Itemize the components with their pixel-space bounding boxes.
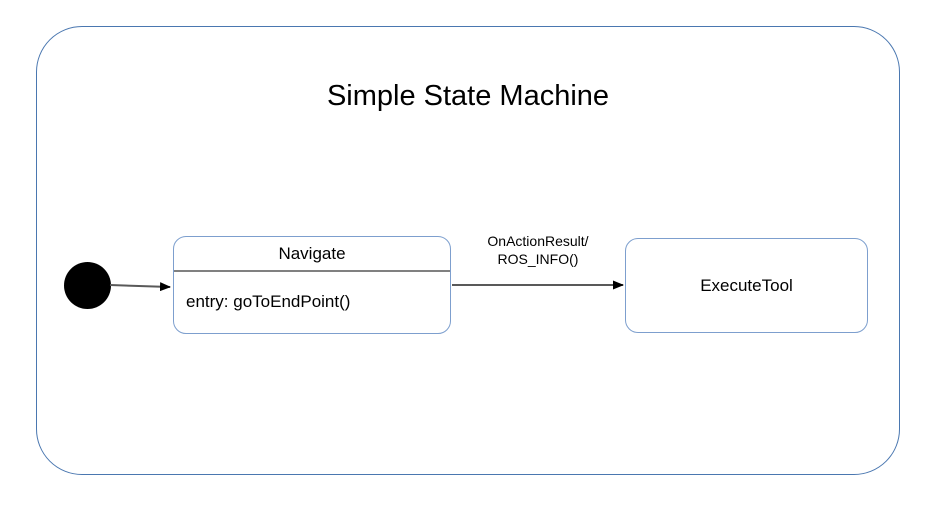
state-navigate-title: Navigate <box>278 244 346 263</box>
state-executetool-title: ExecuteTool <box>700 275 793 295</box>
diagram-title: Simple State Machine <box>326 80 610 112</box>
transition-label-line2: ROS_INFO() <box>497 251 579 267</box>
state-navigate[interactable]: Navigate entry: goToEndPoint() <box>173 236 451 334</box>
state-executetool[interactable]: ExecuteTool <box>625 238 868 333</box>
state-navigate-entry-action: entry: goToEndPoint() <box>186 291 351 311</box>
transition-label-line1: OnActionResult/ <box>487 233 589 249</box>
state-navigate-compartment-divider <box>174 270 450 272</box>
transition-label-navigate-to-executetool: OnActionResult/ ROS_INFO() <box>452 232 624 268</box>
initial-pseudostate-node[interactable] <box>64 262 111 309</box>
